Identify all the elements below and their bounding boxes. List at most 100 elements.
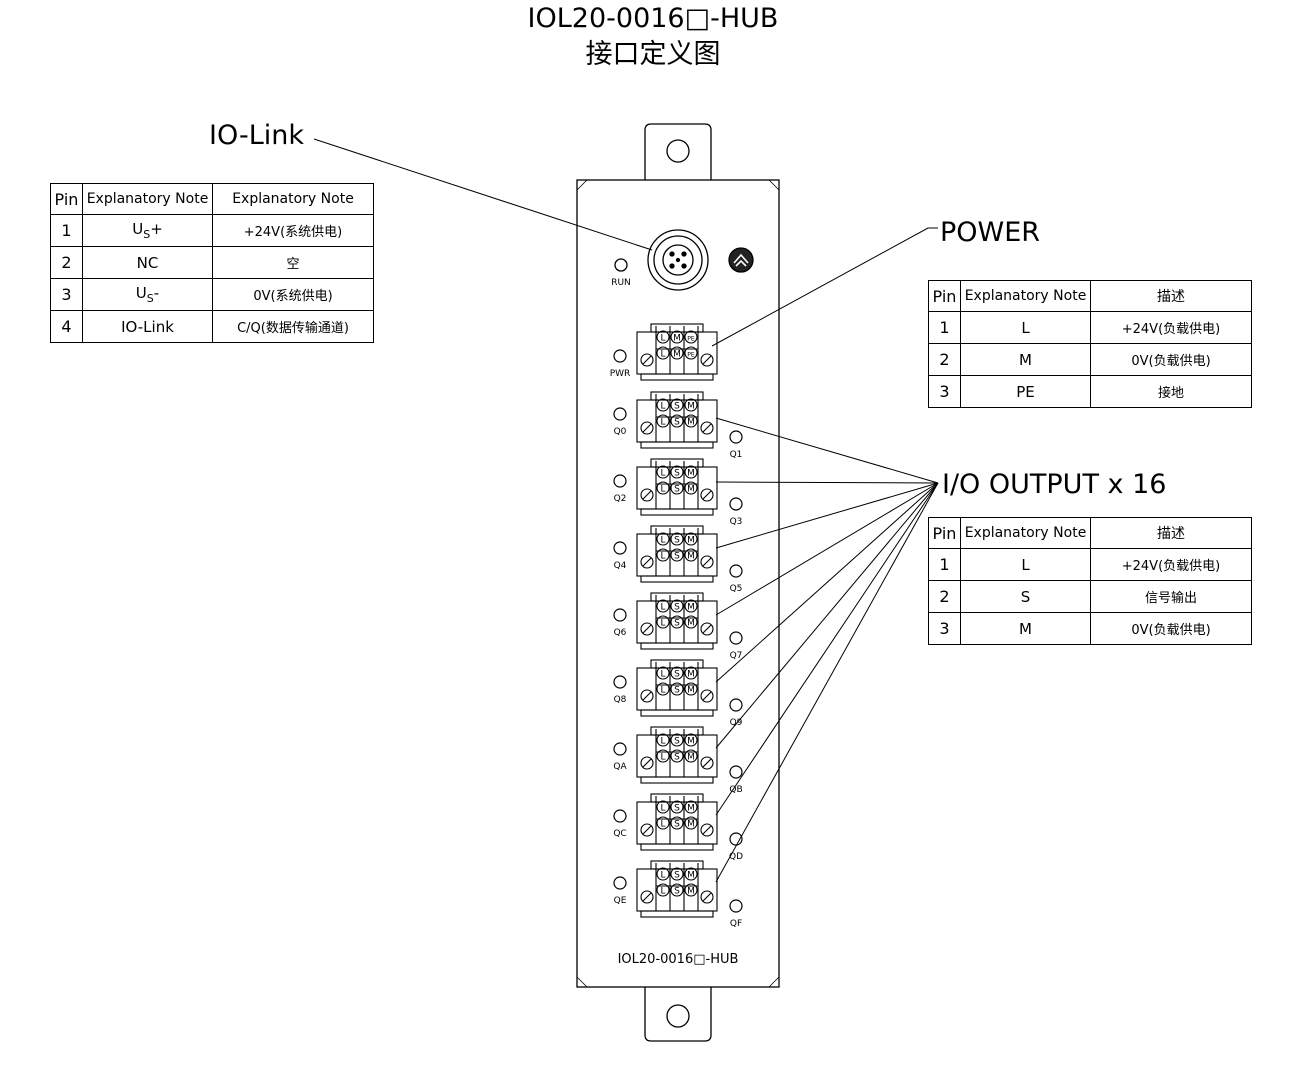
output-q9-led-label: Q9 [730, 718, 743, 728]
terminal-pin-label: M [687, 887, 695, 897]
terminal-pin-label: L [660, 820, 665, 830]
table-header: Pin [928, 280, 961, 312]
output-q7-led-label: Q7 [730, 651, 743, 661]
table-header: 描述 [1090, 280, 1252, 312]
table-row: 1 L +24V(负载供电) [928, 548, 1252, 581]
iolink-callout-line [313, 138, 653, 251]
terminal-pin-label: M [687, 619, 695, 629]
table-header: Pin [928, 517, 961, 549]
io-output-callout-label: I/O OUTPUT x 16 [942, 469, 1167, 500]
terminal-pin-label: M [687, 753, 695, 763]
terminal-pin-label: L [660, 350, 665, 360]
output-q5-led-label: Q5 [730, 584, 743, 594]
output-q0-led-label: Q0 [614, 427, 627, 437]
output-q2-led-label: Q2 [614, 494, 627, 504]
table-header: 描述 [1090, 517, 1252, 549]
output-qf-led-label: QF [730, 919, 742, 929]
terminal-pin-label: L [660, 552, 665, 562]
terminal-pin-label: M [687, 871, 695, 881]
terminal-pin-label: L [660, 737, 665, 747]
bottom-mounting-tab [644, 987, 712, 1042]
iolink-pin-table: Pin Explanatory Note Explanatory Note 1 … [50, 183, 374, 343]
table-row: 1 US+ +24V(系统供电) [50, 214, 374, 247]
output-q4-led-label: Q4 [614, 561, 627, 571]
terminal-pin-label: M [687, 820, 695, 830]
terminal-pin-label: M [673, 350, 681, 360]
io-callout-line-4 [715, 482, 939, 683]
terminal-pin-label: PE [687, 352, 695, 359]
top-mounting-hole [666, 139, 690, 163]
terminal-pin-label: L [660, 536, 665, 546]
terminal-pin-label: S [674, 418, 680, 428]
terminal-pin-label: S [674, 871, 680, 881]
output-q8-led [613, 675, 627, 689]
io-callout-line-6 [715, 482, 939, 816]
diagram-title: IOL20-0016□-HUB [527, 3, 779, 34]
output-q6-led-label: Q6 [614, 628, 627, 638]
output-q8-led-label: Q8 [614, 695, 627, 705]
io-callout-line-1 [715, 481, 939, 484]
output-qf-led [729, 899, 743, 913]
terminal-pin-label: S [674, 820, 680, 830]
terminal-pin-label: M [687, 804, 695, 814]
terminal-pin-label: L [660, 402, 665, 412]
table-header: Explanatory Note [960, 280, 1091, 312]
terminal-pin-label: M [687, 402, 695, 412]
terminal-pin-label: M [687, 737, 695, 747]
terminal-pin-label: L [660, 804, 665, 814]
table-row: 3 US- 0V(系统供电) [50, 278, 374, 311]
terminal-pin-label: M [687, 686, 695, 696]
terminal-pin-label: S [674, 603, 680, 613]
iolink-callout-label: IO-Link [209, 120, 305, 151]
table-row: 2 S 信号输出 [928, 580, 1252, 613]
terminal-pin-label: S [674, 686, 680, 696]
output-qa-led-label: QA [613, 762, 627, 772]
diagram-subtitle: 接口定义图 [585, 39, 721, 70]
callout-lines [313, 138, 939, 883]
terminal-pin-label: S [674, 887, 680, 897]
output-qc-led-label: QC [613, 829, 626, 839]
terminal-pin-label: L [660, 686, 665, 696]
table-row: 3 M 0V(负载供电) [928, 612, 1252, 645]
terminal-pin-label: M [687, 485, 695, 495]
output-q6-led [613, 608, 627, 622]
output-q7-led [729, 631, 743, 645]
table-header: Pin [50, 183, 83, 215]
terminal-pin-label: L [660, 670, 665, 680]
output-qc-led [613, 809, 627, 823]
device-model-label: IOL20-0016□-HUB [618, 952, 739, 967]
terminal-pin-label: L [660, 619, 665, 629]
terminal-pin-label: PE [687, 336, 695, 343]
power-callout-line [711, 227, 938, 347]
output-q3-led-label: Q3 [730, 517, 743, 527]
terminal-pin-label: S [674, 804, 680, 814]
io-output-pin-table: Pin Explanatory Note 描述 1 L +24V(负载供电) 2… [928, 517, 1252, 645]
output-q5-led [729, 564, 743, 578]
output-q3-led [729, 497, 743, 511]
output-q9-led [729, 698, 743, 712]
table-row: 4 IO-Link C/Q(数据传输通道) [50, 310, 374, 343]
output-qb-led [729, 765, 743, 779]
terminal-pin-label: L [660, 871, 665, 881]
io-callout-line-0 [715, 417, 939, 484]
output-qb-led-label: QB [729, 785, 742, 795]
terminal-pin-label: M [687, 552, 695, 562]
pwr-led [613, 349, 627, 363]
terminal-pin-label: L [660, 603, 665, 613]
terminal-pin-label: M [687, 418, 695, 428]
terminal-pin-label: M [673, 334, 681, 344]
housing [576, 179, 780, 988]
run-led-label: RUN [611, 278, 631, 288]
power-callout-label: POWER [940, 217, 1041, 248]
output-q1-led [729, 430, 743, 444]
terminal-pin-label: S [674, 670, 680, 680]
output-qe-led [613, 876, 627, 890]
terminal-pin-label: M [687, 603, 695, 613]
terminal-pin-label: S [674, 737, 680, 747]
